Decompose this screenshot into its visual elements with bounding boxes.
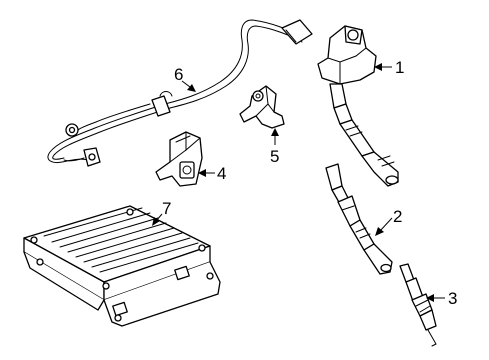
- callout-3: 3: [448, 289, 457, 308]
- callout-5: 5: [270, 147, 279, 166]
- part-4-crankshaft-sensor[interactable]: [155, 131, 203, 187]
- part-5-camshaft-sensor[interactable]: [239, 85, 285, 129]
- callout-6: 6: [174, 65, 183, 84]
- part-2-spark-plug-extension[interactable]: [325, 163, 393, 275]
- part-1-ignition-coil[interactable]: [317, 25, 399, 187]
- callout-7: 7: [162, 199, 171, 218]
- callout-leaders: [152, 63, 445, 302]
- callout-2: 2: [393, 207, 402, 226]
- callout-1: 1: [395, 58, 404, 77]
- callout-4: 4: [217, 164, 226, 183]
- part-7-engine-control-module[interactable]: [23, 205, 221, 327]
- part-3-spark-plug[interactable]: [399, 263, 437, 347]
- part-6-knock-sensor-harness[interactable]: [47, 19, 313, 167]
